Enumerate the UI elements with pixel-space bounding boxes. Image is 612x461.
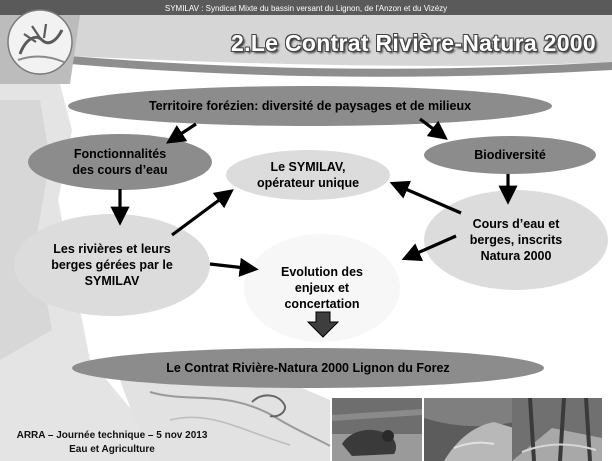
node-cours-eau-line-3: Natura 2000 <box>480 249 552 263</box>
footer-theme: Eau et Agriculture <box>69 444 155 455</box>
node-rivieres-line-3: SYMILAV <box>84 274 140 288</box>
node-fonctionnalites: Fonctionnalités des cours d’eau <box>28 134 212 190</box>
node-evolution-line-1: Evolution des <box>281 265 363 279</box>
node-rivieres-line-2: berges gérées par le <box>51 258 173 272</box>
node-fonctionnalites-line-1: Fonctionnalités <box>73 147 167 161</box>
photo-otter <box>332 398 422 461</box>
node-fonctionnalites-line-2: des cours d’eau <box>72 163 168 177</box>
node-contrat: Le Contrat Rivière-Natura 2000 Lignon du… <box>72 348 544 388</box>
symilav-logo-icon <box>7 9 73 75</box>
node-evolution: Evolution des enjeux et concertation <box>244 234 400 342</box>
node-evolution-line-3: concertation <box>284 297 360 311</box>
node-territoire-label: Territoire forézien: diversité de paysag… <box>148 99 472 113</box>
footer: ARRA – Journée technique – 5 nov 2013 Ea… <box>10 429 214 457</box>
node-symilav-line-1: Le SYMILAV, <box>270 160 346 174</box>
node-rivieres-line-1: Les rivières et leurs <box>53 242 171 256</box>
footer-event: ARRA – Journée technique – 5 nov 2013 <box>16 430 208 441</box>
node-cours-eau-line-2: berges, inscrits <box>469 233 563 247</box>
node-contrat-label: Le Contrat Rivière-Natura 2000 Lignon du… <box>166 361 450 375</box>
node-symilav-line-2: opérateur unique <box>256 176 360 190</box>
node-symilav: Le SYMILAV, opérateur unique <box>226 150 390 200</box>
photo-forest <box>512 398 602 461</box>
node-territoire: Territoire forézien: diversité de paysag… <box>68 86 552 126</box>
node-cours-eau: Cours d’eau et berges, inscrits Natura 2… <box>424 190 608 290</box>
node-rivieres: Les rivières et leurs berges gérées par … <box>14 214 210 316</box>
header-subtitle: SYMILAV : Syndicat Mixte du bassin versa… <box>164 4 448 13</box>
photo-stream <box>424 398 514 461</box>
node-biodiversite-label: Biodiversité <box>474 148 546 162</box>
slide-title: 2.Le Contrat Rivière-Natura 2000 <box>231 30 596 56</box>
node-evolution-line-2: enjeux et <box>294 281 350 295</box>
node-biodiversite: Biodiversité <box>424 136 596 174</box>
node-cours-eau-line-1: Cours d’eau et <box>472 217 560 231</box>
